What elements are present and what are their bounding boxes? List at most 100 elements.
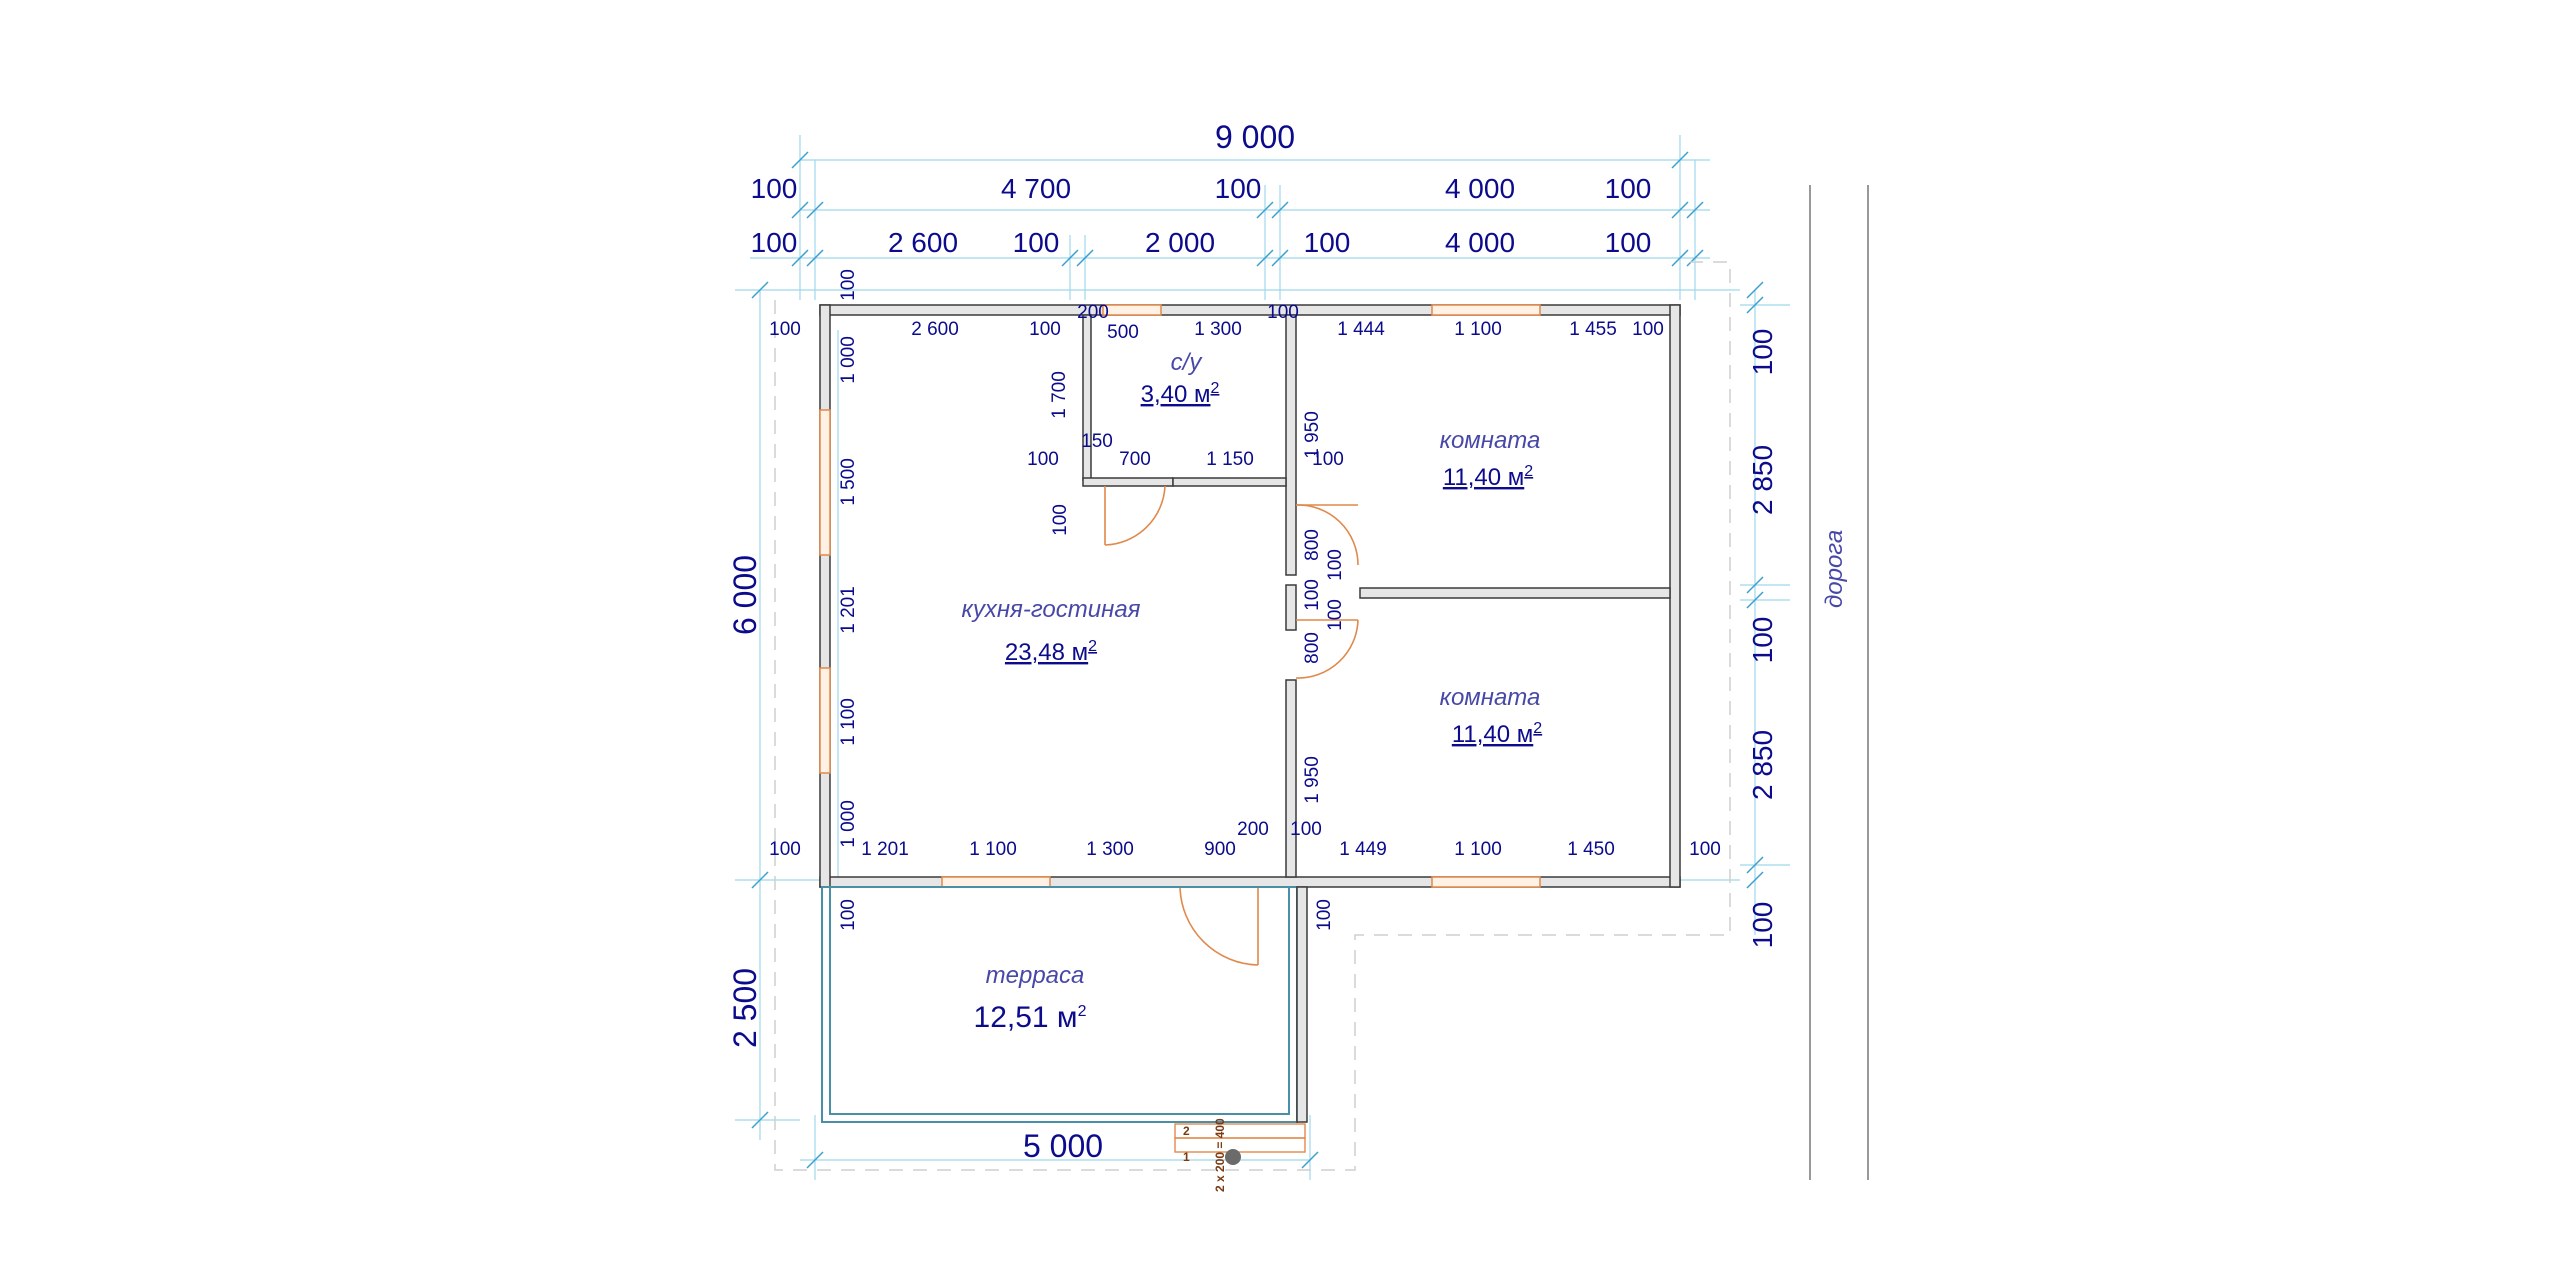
dim-inner-top-10: 1 455 <box>1569 319 1617 340</box>
dim-top2-2: 4 700 <box>1001 173 1071 204</box>
dim-bath-4: 700 <box>1119 449 1151 470</box>
doors <box>1104 485 1359 966</box>
dim-inner-bottom-10: 1 450 <box>1567 839 1615 860</box>
dim-left-5: 1 100 <box>838 698 859 746</box>
dim-right-3: 100 <box>1747 617 1778 664</box>
dim-inner-top-8: 1 444 <box>1337 319 1385 340</box>
dim-top3-4: 2 000 <box>1145 227 1215 258</box>
dim-terrace-left: 100 <box>838 899 859 931</box>
interior-walls <box>1082 314 1671 878</box>
dim-top3-3: 100 <box>1013 227 1060 258</box>
dim-inner-bottom-7: 100 <box>1290 819 1322 840</box>
room-bathroom-name: с/у <box>1171 349 1204 376</box>
dim-part-2: 800 <box>1302 529 1323 561</box>
dimension-ticks <box>751 151 1764 1169</box>
room-bedroom-1: комната 11,40 м2 <box>1440 427 1541 491</box>
dim-top2-5: 100 <box>1605 173 1652 204</box>
dim-inner-top-4: 200 <box>1077 302 1109 323</box>
inner-top-dimensions: 100 2 600 100 200 500 1 300 100 1 444 1 … <box>769 302 1664 343</box>
dim-inner-top-11: 100 <box>1632 319 1664 340</box>
dim-bath-3: 100 <box>1027 449 1059 470</box>
room-bedroom-2-name: комната <box>1440 684 1541 711</box>
top-dimensions: 9 000 100 4 700 100 4 000 100 100 2 600 … <box>751 119 1652 258</box>
dim-left-3: 1 500 <box>838 458 859 506</box>
dim-inner-bottom-9: 1 100 <box>1454 839 1502 860</box>
stair-step-1: 1 <box>1183 1150 1190 1164</box>
road: дорога <box>1809 185 1869 1180</box>
dim-inner-top-5: 500 <box>1107 322 1139 343</box>
dim-inner-bottom-6: 200 <box>1237 819 1269 840</box>
dim-right-4: 2 850 <box>1747 730 1778 800</box>
room-bedroom-2-area: 11,40 м2 <box>1452 720 1542 748</box>
room-bedroom-1-area: 11,40 м2 <box>1443 463 1533 491</box>
dim-part-4: 100 <box>1302 579 1323 611</box>
dim-part-6: 800 <box>1302 632 1323 664</box>
dim-top3-6: 4 000 <box>1445 227 1515 258</box>
terrace-dimensions: 100 100 <box>838 899 1335 931</box>
dim-right-2: 2 850 <box>1747 445 1778 515</box>
stair-spec: 2 x 200 = 400 <box>1213 1118 1227 1192</box>
terrace-depth-dim: 2 500 <box>727 968 763 1048</box>
terrace-outline <box>821 886 1308 1123</box>
dim-inner-top-9: 1 100 <box>1454 319 1502 340</box>
room-terrace-area: 12,51 м2 <box>974 1001 1087 1034</box>
dim-top2-3: 100 <box>1215 173 1262 204</box>
dim-inner-bottom-5: 900 <box>1204 839 1236 860</box>
dim-inner-bottom-2: 1 201 <box>861 839 909 860</box>
dim-bath-5: 1 150 <box>1206 449 1254 470</box>
dim-bath-6: 100 <box>1312 449 1344 470</box>
stairs: 2 1 2 x 200 = 400 <box>1174 1118 1306 1192</box>
dim-inner-top-6: 1 300 <box>1194 319 1242 340</box>
terrace-width-dim: 5 000 <box>1023 1128 1103 1164</box>
dim-bath-7: 100 <box>1050 504 1071 536</box>
left-dimensions: 6 000 2 500 <box>727 555 763 1048</box>
dim-terrace-right: 100 <box>1314 899 1335 931</box>
dim-left-2: 1 000 <box>838 336 859 384</box>
dim-bath-2: 150 <box>1081 431 1113 452</box>
dim-right-5: 100 <box>1747 902 1778 949</box>
dim-left-4: 1 201 <box>838 586 859 634</box>
room-kitchen-name: кухня-гостиная <box>962 596 1141 623</box>
dim-bath-1: 1 700 <box>1049 371 1070 419</box>
dim-inner-top-3: 100 <box>1029 319 1061 340</box>
dim-right-1: 100 <box>1747 329 1778 376</box>
inner-bottom-dimensions: 100 1 201 1 100 1 300 900 200 100 1 449 … <box>769 819 1721 860</box>
dim-inner-top-1: 100 <box>769 319 801 340</box>
overall-width-dim: 9 000 <box>1215 119 1295 155</box>
dim-left-1: 100 <box>838 269 859 301</box>
room-terrace-name: терраса <box>986 962 1085 989</box>
room-bedroom-1-name: комната <box>1440 427 1541 454</box>
bathroom-dimensions: 1 700 150 100 700 1 150 100 100 <box>1027 371 1344 536</box>
dim-top3-5: 100 <box>1304 227 1351 258</box>
windows <box>819 304 1541 888</box>
partition-dimensions: 1 950 800 100 100 100 800 1 950 <box>1302 411 1346 804</box>
dim-left-6: 1 000 <box>838 800 859 848</box>
dim-part-3: 100 <box>1325 549 1346 581</box>
dim-top3-2: 2 600 <box>888 227 958 258</box>
room-terrace: терраса 12,51 м2 <box>974 962 1087 1034</box>
room-kitchen-living: кухня-гостиная 23,48 м2 <box>962 596 1141 666</box>
dim-inner-bottom-4: 1 300 <box>1086 839 1134 860</box>
site-outline <box>774 261 1731 1171</box>
room-bathroom-area: 3,40 м2 <box>1141 380 1220 408</box>
right-dimensions: 100 2 850 100 2 850 100 <box>1747 329 1778 949</box>
stair-step-2: 2 <box>1183 1124 1190 1138</box>
room-bedroom-2: комната 11,40 м2 <box>1440 684 1543 748</box>
dim-inner-bottom-3: 1 100 <box>969 839 1017 860</box>
dim-top2-1: 100 <box>751 173 798 204</box>
left-wall-dimensions: 100 1 000 1 500 1 201 1 100 1 000 <box>838 269 859 848</box>
dim-top3-7: 100 <box>1605 227 1652 258</box>
dim-top2-4: 4 000 <box>1445 173 1515 204</box>
dim-part-1: 1 950 <box>1302 411 1323 459</box>
dim-inner-bottom-8: 1 449 <box>1339 839 1387 860</box>
road-label: дорога <box>1821 530 1848 608</box>
dim-part-5: 100 <box>1325 599 1346 631</box>
overall-depth-dim: 6 000 <box>727 555 763 635</box>
dim-inner-top-7: 100 <box>1267 302 1299 323</box>
dim-inner-bottom-11: 100 <box>1689 839 1721 860</box>
dimension-lines <box>735 135 1790 1180</box>
dim-part-7: 1 950 <box>1302 756 1323 804</box>
room-bathroom: с/у 3,40 м2 <box>1141 349 1220 408</box>
room-kitchen-area: 23,48 м2 <box>1005 638 1097 666</box>
